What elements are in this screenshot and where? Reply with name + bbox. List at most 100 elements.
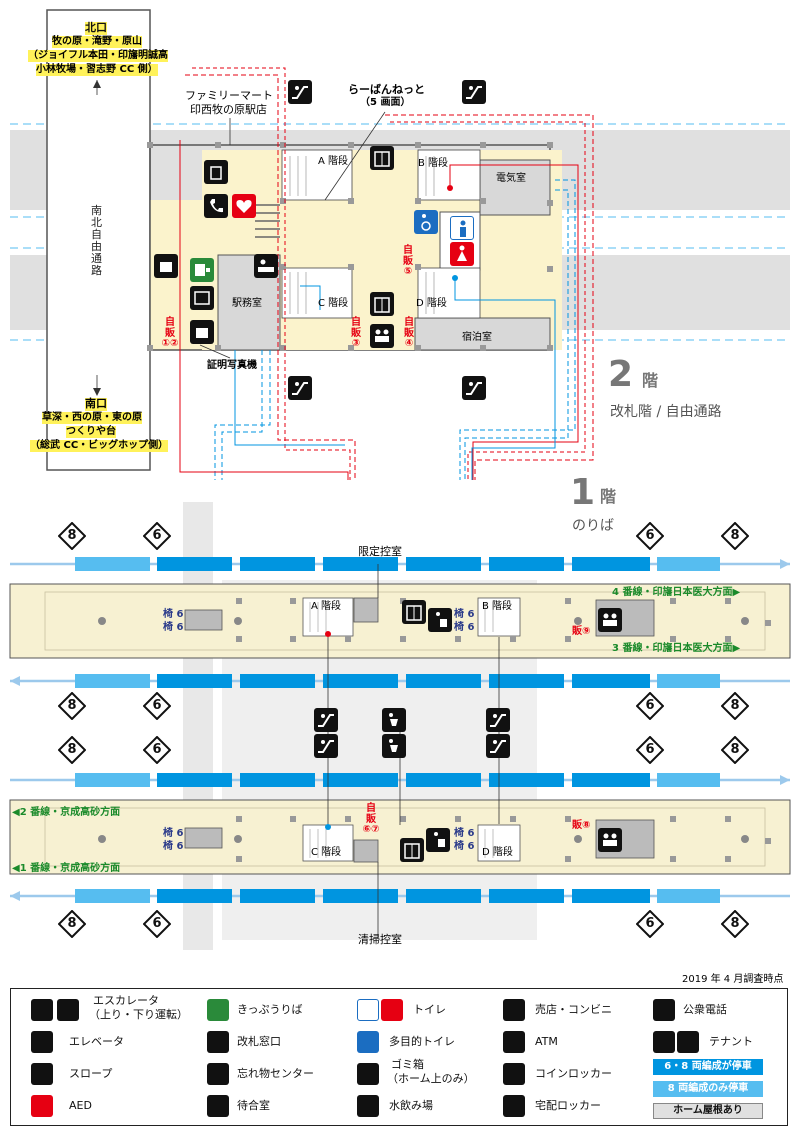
floor2-map [10, 9, 790, 480]
night-room: 宿泊室 [462, 332, 492, 343]
shop-icon [204, 160, 228, 184]
vending-8: 販⑧ [572, 820, 591, 831]
car-stop-8-marker: 8 [720, 521, 750, 551]
car-stop-8-marker: 8 [57, 691, 87, 721]
coin-locker-icon [503, 1063, 525, 1085]
escalator-icon [314, 734, 338, 758]
legend-trash-sub: （ホーム上のみ） [387, 1072, 475, 1085]
elevator-icon [400, 838, 424, 862]
bench-label: 椅 6 [163, 609, 184, 620]
legend-roof: ホーム屋根あり [653, 1103, 763, 1119]
elevator-icon [31, 1031, 53, 1053]
car-stop-number: 6 [645, 916, 655, 931]
car-stop-8-marker: 8 [720, 909, 750, 939]
legend-lost-found: 忘れ物センター [237, 1067, 314, 1080]
gate-window-icon [207, 1031, 229, 1053]
car-stop-6-marker: 6 [142, 909, 172, 939]
survey-date: 2019 年 4 月調査時点 [682, 974, 784, 985]
legend-coin-locker: コインロッカー [535, 1067, 612, 1080]
legend-stop-8: 8 両編成のみ停車 [653, 1081, 763, 1097]
legend-stop-68: 6・8 両編成が停車 [653, 1059, 763, 1075]
car-stop-8-marker: 8 [720, 691, 750, 721]
car-stop-number: 8 [67, 742, 77, 757]
toilet-female-icon [381, 999, 403, 1021]
car-stop-6-marker: 6 [635, 691, 665, 721]
legend-toilet: トイレ [413, 1003, 446, 1016]
car-stop-number: 8 [730, 916, 740, 931]
track-3-label: 3 番線・印旛日本医大方面▶ [612, 643, 741, 654]
elevator-icon [370, 292, 394, 316]
car-stop-number: 8 [67, 528, 77, 543]
lost-found-icon [207, 1063, 229, 1085]
ticket-icon [207, 999, 229, 1021]
car-stop-number: 8 [730, 698, 740, 713]
car-stop-number: 8 [67, 916, 77, 931]
cleaning-room: 清掃控室 [358, 933, 402, 946]
stairs-d-2f: D 階段 [416, 298, 447, 309]
aed-icon [31, 1095, 53, 1117]
car-stop-number: 8 [67, 698, 77, 713]
escalator-icon [486, 734, 510, 758]
toilet-female-icon [450, 242, 474, 266]
phone-icon [204, 194, 228, 218]
car-stop-8-marker: 8 [720, 735, 750, 765]
bench-label: 椅 6 [454, 622, 475, 633]
info-screen-1: らーばんねっと [348, 83, 425, 96]
car-stop-number: 6 [645, 698, 655, 713]
atm-icon [503, 1031, 525, 1053]
ticket-icon [190, 258, 214, 282]
car-stop-number: 6 [152, 698, 162, 713]
bench-label: 椅 6 [454, 609, 475, 620]
stairs-a-2f: A 階段 [318, 156, 349, 167]
waiting-room-icon [207, 1095, 229, 1117]
stairs-b-1f: B 階段 [482, 601, 513, 612]
escalator-up-icon [31, 999, 53, 1021]
car-stop-number: 8 [730, 528, 740, 543]
gate-window-icon [254, 254, 278, 278]
water-fountain-icon [382, 708, 406, 732]
delivery-locker-icon [503, 1095, 525, 1117]
car-stop-number: 6 [645, 742, 655, 757]
escalator-down-icon [57, 999, 79, 1021]
legend-shop: 売店・コンビニ [535, 1003, 612, 1016]
multi-toilet-icon [357, 1031, 379, 1053]
bench-label: 椅 6 [454, 828, 475, 839]
north-exit-line3: 小林牧場・習志野 CC 側） [36, 64, 158, 76]
legend: エスカレータ （上り・下り運転） エレベータ スロープ AED きっぷうりば 改… [10, 988, 788, 1126]
legend-waiting: 待合室 [237, 1099, 270, 1112]
track-2-label: ◀2 番線・京成高砂方面 [12, 807, 121, 818]
south-exit-line3: （総武 CC・ビッグホップ側） [30, 440, 169, 452]
car-stop-number: 8 [730, 742, 740, 757]
legend-elevator: エレベータ [69, 1035, 124, 1048]
car-stop-number: 6 [152, 528, 162, 543]
tenant-cafe-icon [677, 1031, 699, 1053]
aed-icon [232, 194, 256, 218]
stairs-c-1f: C 階段 [311, 847, 342, 858]
waiting-room-icon [598, 828, 622, 852]
car-stop-6-marker: 6 [635, 909, 665, 939]
escalator-icon [462, 376, 486, 400]
legend-ticket: きっぷうりば [237, 1003, 303, 1016]
track-4-label: 4 番線・印旛日本医大方面▶ [612, 587, 741, 598]
south-exit-title: 南口 [85, 397, 107, 411]
track-1-label: ◀1 番線・京成高砂方面 [12, 863, 121, 874]
multi-toilet-icon [414, 210, 438, 234]
north-exit-title: 北口 [85, 21, 107, 35]
south-exit-line2: つくりや台 [66, 426, 116, 438]
car-stop-6-marker: 6 [142, 521, 172, 551]
elevator-icon [402, 600, 426, 624]
car-stop-8-marker: 8 [57, 521, 87, 551]
stairs-c-2f: C 階段 [318, 298, 349, 309]
escalator-icon [486, 708, 510, 732]
water-fountain-icon [357, 1095, 379, 1117]
floor1-subtitle: のりば [572, 518, 614, 534]
legend-water: 水飲み場 [389, 1099, 433, 1112]
tenant-drink-icon [653, 1031, 675, 1053]
floor2-subtitle: 改札階 / 自由通路 [610, 404, 722, 420]
bench-label: 椅 6 [163, 828, 184, 839]
info-screen-2: （5 画面） [360, 97, 411, 108]
atm-icon [190, 286, 214, 310]
station-office: 駅務室 [232, 298, 262, 309]
